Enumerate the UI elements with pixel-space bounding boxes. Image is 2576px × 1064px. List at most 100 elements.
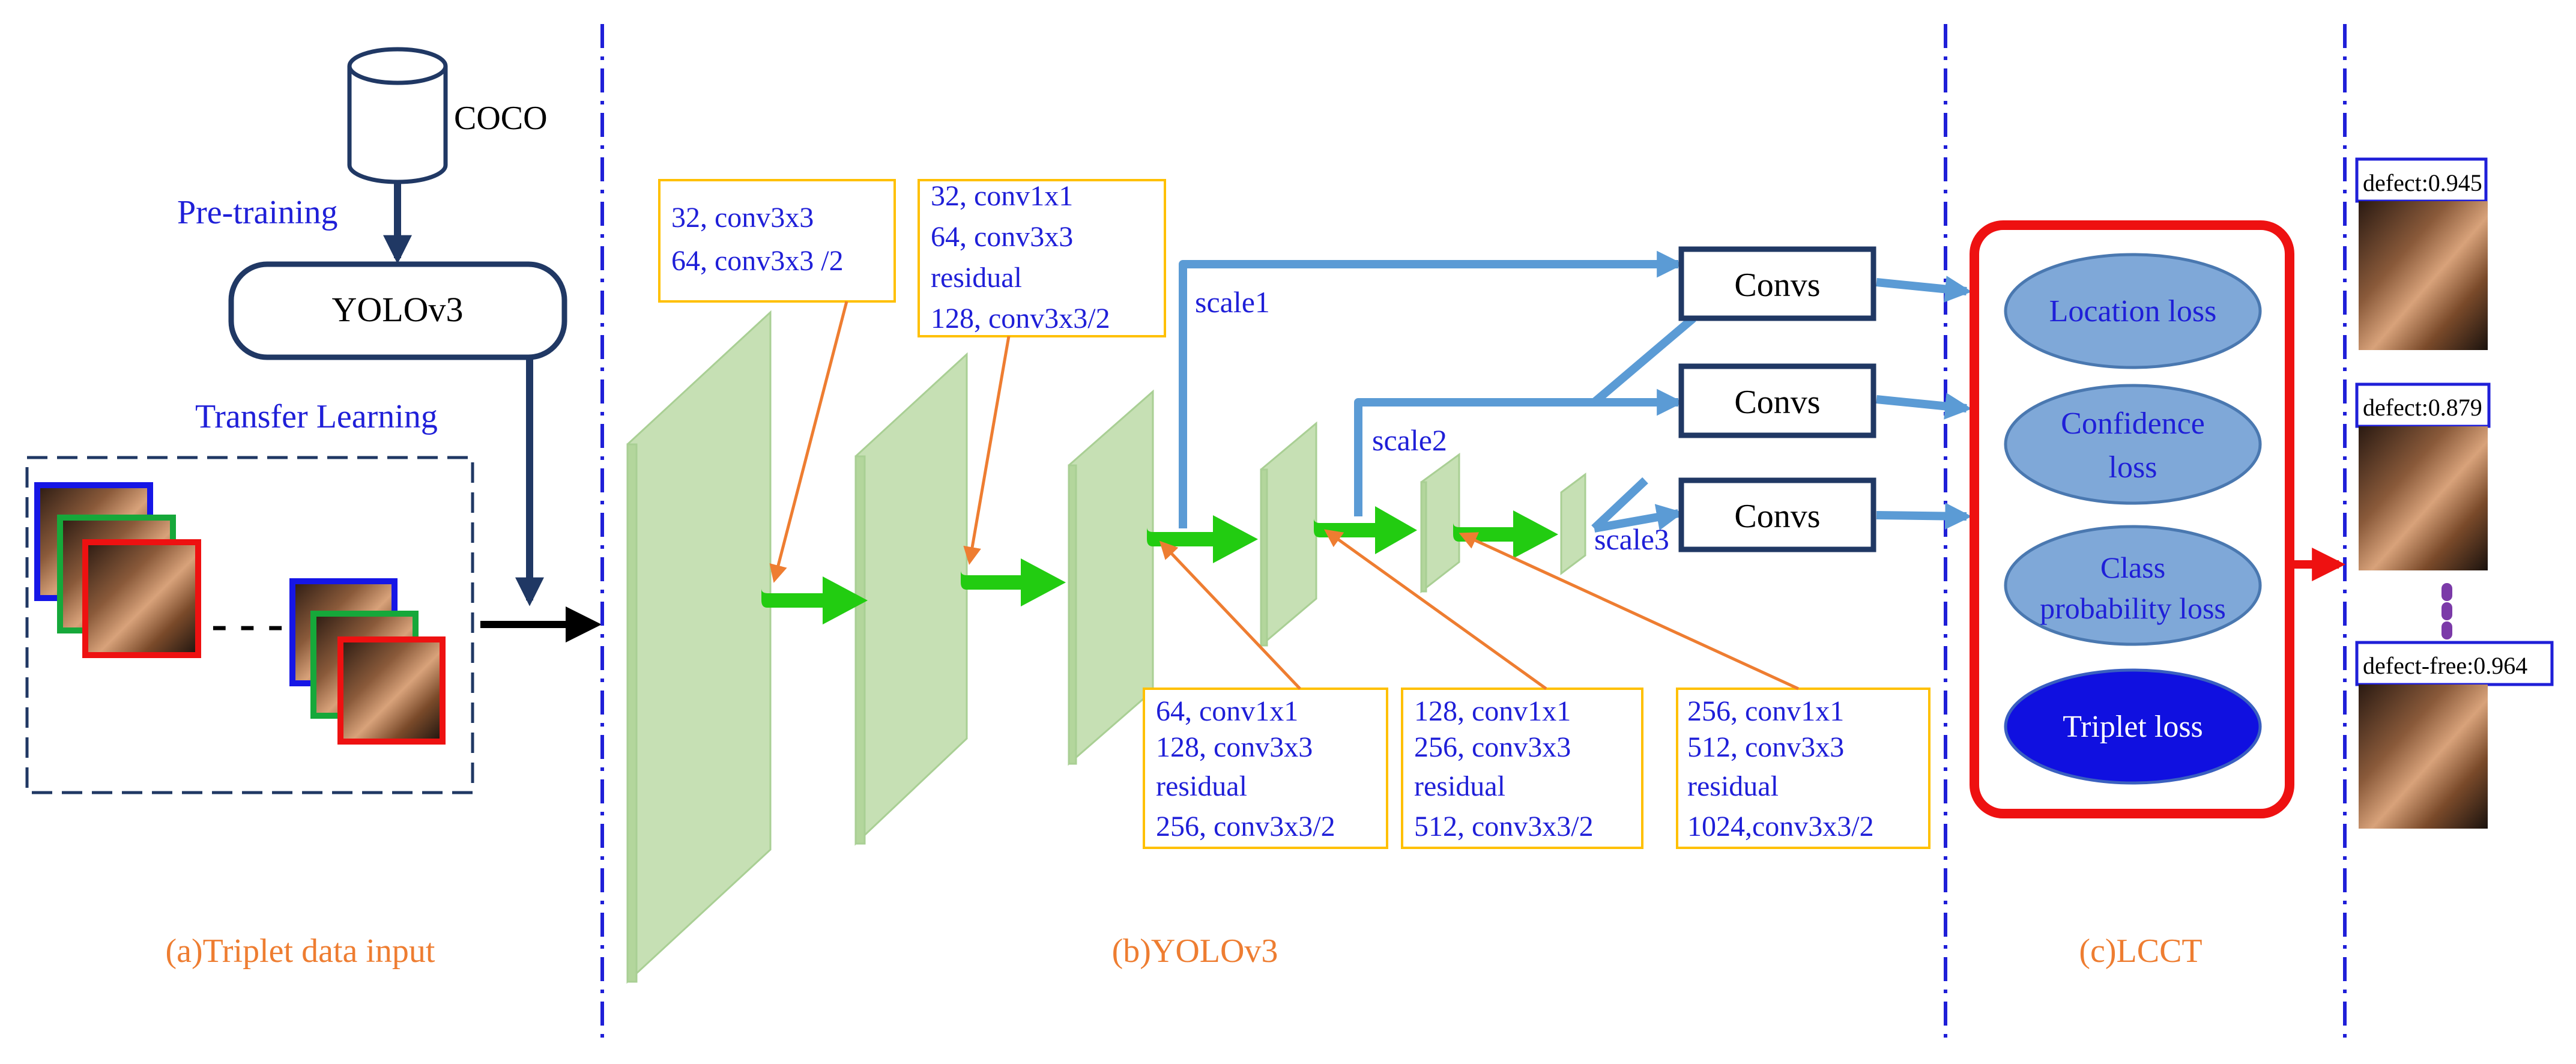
note-box-3-line-1: 64, conv1x1 xyxy=(1156,695,1298,727)
note-pointers xyxy=(769,301,1800,691)
class-loss-label-1: Class xyxy=(2100,551,2165,584)
scale1-route xyxy=(1179,250,1684,528)
convs-box-1-label: Convs xyxy=(1734,267,1820,304)
scale-routes xyxy=(1179,250,1972,533)
layer-4-side xyxy=(1260,468,1268,647)
pointer-2 xyxy=(963,336,1011,565)
note-box-5: 256, conv1x1 512, conv3x3 residual 1024,… xyxy=(1676,688,1930,849)
backbone-section: 32, conv3x3 64, conv3x3 /2 32, conv1x1 6… xyxy=(626,179,1972,984)
note-box-5-line-1: 256, conv1x1 xyxy=(1687,695,1844,727)
green-arrows xyxy=(761,506,1558,624)
class-probability-loss-ellipse: Class probability loss xyxy=(2004,525,2262,646)
detection-1: defect:0.945 xyxy=(2355,157,2488,350)
note-box-2-line-2: 64, conv3x3 xyxy=(931,221,1073,253)
caption-c: (c)LCCT xyxy=(2079,933,2202,970)
confidence-loss-label-1: Confidence xyxy=(2061,407,2205,441)
detection-3-label: defect-free:0.964 xyxy=(2363,652,2527,679)
scale3-label: scale3 xyxy=(1594,522,1669,556)
note-box-5-line-4: 1024,conv3x3/2 xyxy=(1687,811,1874,842)
note-box-2-line-4: 128, conv3x3/2 xyxy=(931,303,1110,334)
triplet-loss-label: Triplet loss xyxy=(2063,710,2203,744)
detection-2-label: defect:0.879 xyxy=(2363,394,2482,421)
scale1-label: scale1 xyxy=(1195,285,1270,319)
scale2-label: scale2 xyxy=(1372,423,1447,457)
convs2-to-lcct xyxy=(1876,393,1972,420)
triplet-loss-ellipse: Triplet loss xyxy=(2004,668,2262,785)
layer-1-side xyxy=(626,443,638,983)
note-box-4: 128, conv1x1 256, conv3x3 residual 512, … xyxy=(1401,688,1643,849)
note-box-2-line-1: 32, conv1x1 xyxy=(931,180,1073,212)
detection-3: defect-free:0.964 xyxy=(2355,641,2554,829)
confidence-loss-ellipse: Confidence loss xyxy=(2004,384,2262,505)
note-box-3-line-3: residual xyxy=(1156,770,1247,802)
detection-2-image xyxy=(2359,426,2488,570)
caption-a: (a)Triplet data input xyxy=(166,933,435,970)
scale2-branch xyxy=(1591,315,1696,406)
note-box-2-line-3: residual xyxy=(931,262,1022,294)
pointer-4 xyxy=(1324,529,1547,691)
detection-3-image xyxy=(2359,685,2488,829)
triplet-input-frame xyxy=(25,456,474,794)
coco-database-icon xyxy=(347,47,448,184)
detection-1-label: defect:0.945 xyxy=(2363,169,2482,196)
lcct-section: Location loss Confidence loss Class prob… xyxy=(1970,220,2346,970)
convs1-to-lcct xyxy=(1876,276,1972,303)
coco-label: COCO xyxy=(454,100,548,137)
layer-2 xyxy=(854,352,968,846)
note-box-4-line-4: 512, conv3x3/2 xyxy=(1414,811,1594,842)
layer-3-side xyxy=(1068,464,1077,765)
class-loss-label-2: probability loss xyxy=(2040,591,2226,625)
green-arrow-3 xyxy=(1147,515,1258,563)
note-box-3-line-2: 128, conv3x3 xyxy=(1156,731,1313,763)
note-box-4-line-2: 256, conv3x3 xyxy=(1414,731,1571,763)
convs-box-3: Convs xyxy=(1678,477,1876,552)
layer-1 xyxy=(626,310,772,984)
confidence-loss-label-2: loss xyxy=(2109,450,2157,485)
yolov3-pretrained-box xyxy=(228,261,567,360)
convs3-to-lcct xyxy=(1876,503,1972,530)
section-dividers xyxy=(600,24,2347,1045)
negative-image xyxy=(82,539,201,658)
negative-image xyxy=(337,636,446,745)
detection-2: defect:0.879 xyxy=(2355,382,2491,570)
layer-4 xyxy=(1260,421,1317,648)
location-loss-ellipse: Location loss xyxy=(2004,253,2262,369)
pointer-1 xyxy=(769,301,848,583)
note-box-5-line-3: residual xyxy=(1687,770,1779,802)
green-arrow-1 xyxy=(761,576,868,624)
detection-1-image xyxy=(2359,201,2488,350)
convs-box-3-label: Convs xyxy=(1734,498,1820,535)
green-arrow-2 xyxy=(961,558,1066,606)
input-section: COCO Pre-training YOLOv3 Transfer Learni… xyxy=(25,47,602,970)
triplet-group-right xyxy=(289,578,446,745)
note-box-3: 64, conv1x1 128, conv3x3 residual 256, c… xyxy=(1143,688,1388,849)
location-loss-label: Location loss xyxy=(2049,294,2217,328)
note-box-2: 32, conv1x1 64, conv3x3 residual 128, co… xyxy=(918,179,1166,337)
note-box-1: 32, conv3x3 64, conv3x3 /2 xyxy=(658,179,896,303)
layer-6 xyxy=(1560,473,1586,575)
note-box-1-line-2: 64, conv3x3 /2 xyxy=(671,245,844,277)
detection-3-label-box xyxy=(2355,641,2554,686)
pointer-3 xyxy=(1159,540,1301,690)
note-box-4-line-1: 128, conv1x1 xyxy=(1414,695,1571,727)
layer-5-side xyxy=(1420,481,1427,593)
note-box-3-line-4: 256, conv3x3/2 xyxy=(1156,811,1335,842)
output-section: defect:0.945 defect:0.879 defect-free:0.… xyxy=(2355,157,2554,829)
caption-b: (b)YOLOv3 xyxy=(1112,933,1278,970)
feature-layers xyxy=(626,310,1586,984)
pointer-5 xyxy=(1459,532,1800,691)
lcct-frame xyxy=(1970,220,2294,818)
transfer-learning-label: Transfer Learning xyxy=(195,398,438,435)
note-box-1-line-1: 32, conv3x3 xyxy=(671,202,814,234)
scale3-branch xyxy=(1591,477,1648,532)
note-box-4-line-3: residual xyxy=(1414,770,1505,802)
scale2-route xyxy=(1354,388,1684,516)
pretraining-label: Pre-training xyxy=(177,194,337,231)
green-arrow-4 xyxy=(1314,506,1417,554)
yolov3-pretrained-label: YOLOv3 xyxy=(331,290,463,329)
convs-box-2: Convs xyxy=(1678,363,1876,438)
note-box-5-line-2: 512, conv3x3 xyxy=(1687,731,1844,763)
convs-box-2-label: Convs xyxy=(1734,384,1820,421)
green-arrow-5 xyxy=(1453,510,1558,558)
triplet-group-left xyxy=(34,482,201,658)
